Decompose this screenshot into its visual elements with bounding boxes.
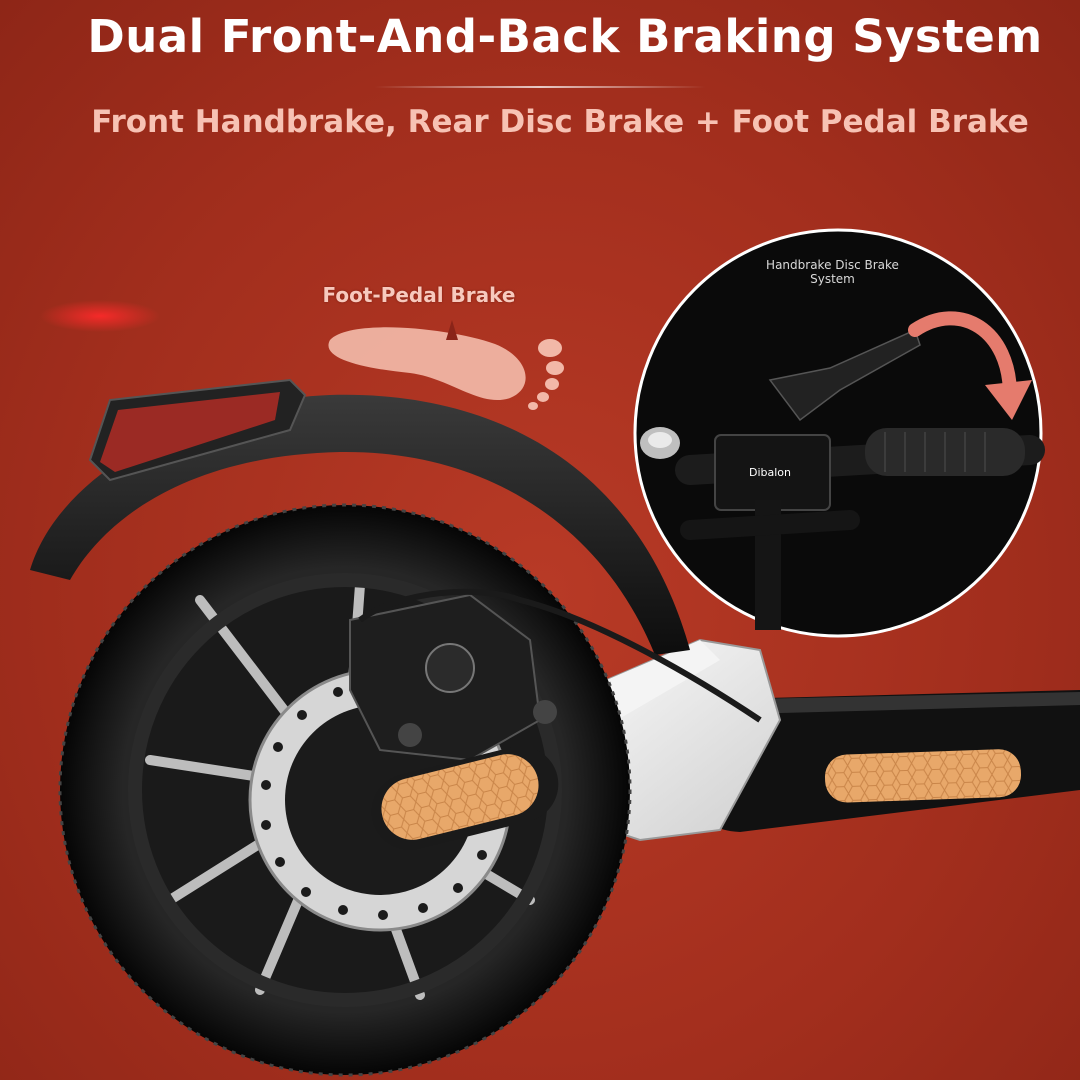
inset-caption: Handbrake Disc Brake System: [766, 258, 899, 286]
foot-pedal-label: Foot-Pedal Brake: [322, 283, 516, 307]
brake-caliper: [349, 588, 762, 762]
scooter-deck: [690, 690, 1080, 832]
brake-lever: [768, 328, 921, 422]
light-glow: [40, 300, 160, 332]
page-subtitle: Front Handbrake, Rear Disc Brake + Foot …: [91, 104, 1029, 140]
brake-cable: [358, 588, 762, 723]
bell-icon: [640, 427, 680, 459]
axle-reflector: [371, 746, 559, 850]
rear-fender: [30, 378, 690, 655]
handbrake-inset: [633, 228, 1045, 638]
curved-arrow-icon: [908, 311, 1032, 420]
footprint-icon: [328, 320, 564, 410]
title-divider: [375, 86, 705, 88]
deck-reflector: [824, 749, 1022, 803]
page-title: Dual Front-And-Back Braking System: [87, 10, 1043, 63]
brand-label: Dibalon: [749, 466, 792, 479]
tail-light: [100, 392, 280, 472]
